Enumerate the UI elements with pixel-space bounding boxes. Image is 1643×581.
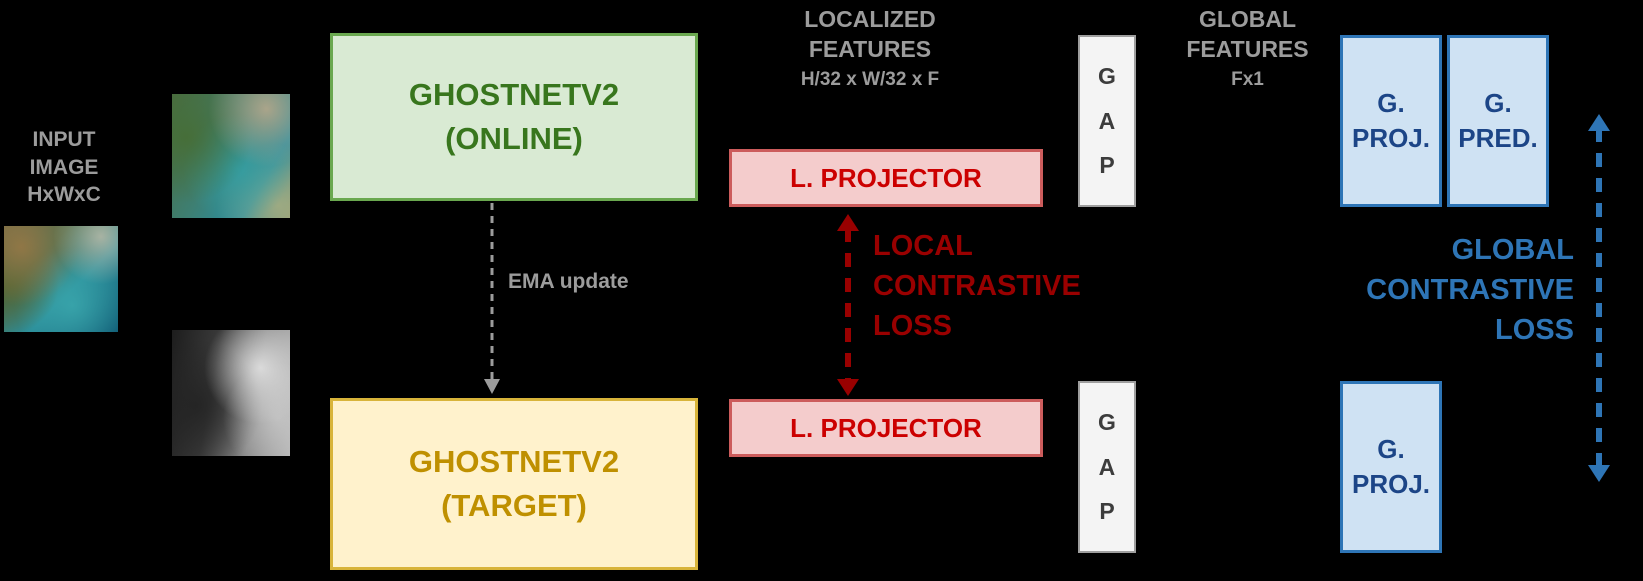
input-satellite-image [4,226,118,332]
gap-online-box: G A P [1078,35,1136,207]
input-image-label: INPUT IMAGE HxWxC [27,128,101,207]
global-contrastive-loss-arrow-icon [1588,114,1610,482]
global-projector-online-box: G. PROJ. [1340,35,1442,207]
augmented-grayscale-image [172,330,290,456]
local-projector-online-label: L. PROJECTOR [790,162,982,193]
localized-features-dims: H/32 x W/32 x F [800,68,940,90]
target-encoder-label: GHOSTNETV2 (TARGET) [408,443,620,523]
global-features-title: GLOBAL FEATURES [1186,6,1309,63]
target-encoder-box: GHOSTNETV2 (TARGET) [330,398,698,570]
global-features-dims: Fx1 [1231,68,1264,90]
localized-features-title: LOCALIZED FEATURES [804,6,936,63]
local-projector-target-box: L. PROJECTOR [729,399,1043,457]
local-projector-target-label: L. PROJECTOR [790,412,982,443]
global-features-label: GLOBAL FEATURES Fx1 [1160,4,1335,92]
gap-online-label: G A P [1098,62,1116,179]
online-encoder-box: GHOSTNETV2 (ONLINE) [330,33,698,201]
global-contrastive-loss-label: GLOBAL CONTRASTIVE LOSS [1366,234,1574,347]
gap-target-label: G A P [1098,408,1116,525]
online-encoder-label: GHOSTNETV2 (ONLINE) [408,76,620,156]
gap-target-box: G A P [1078,381,1136,553]
local-contrastive-loss-arrow-icon [837,214,859,396]
augmented-color-image [172,94,290,218]
ema-update-label: EMA update [508,270,629,293]
global-predictor-box: G. PRED. [1447,35,1549,207]
localized-features-label: LOCALIZED FEATURES H/32 x W/32 x F [755,4,985,92]
global-projector-target-label: G. PROJ. [1351,433,1431,499]
global-projector-online-label: G. PROJ. [1351,87,1431,153]
local-projector-online-box: L. PROJECTOR [729,149,1043,207]
global-projector-target-box: G. PROJ. [1340,381,1442,553]
ema-update-arrow-icon [484,203,500,394]
local-contrastive-loss-label: LOCAL CONTRASTIVE LOSS [873,230,1081,343]
global-predictor-label: G. PRED. [1458,87,1538,153]
